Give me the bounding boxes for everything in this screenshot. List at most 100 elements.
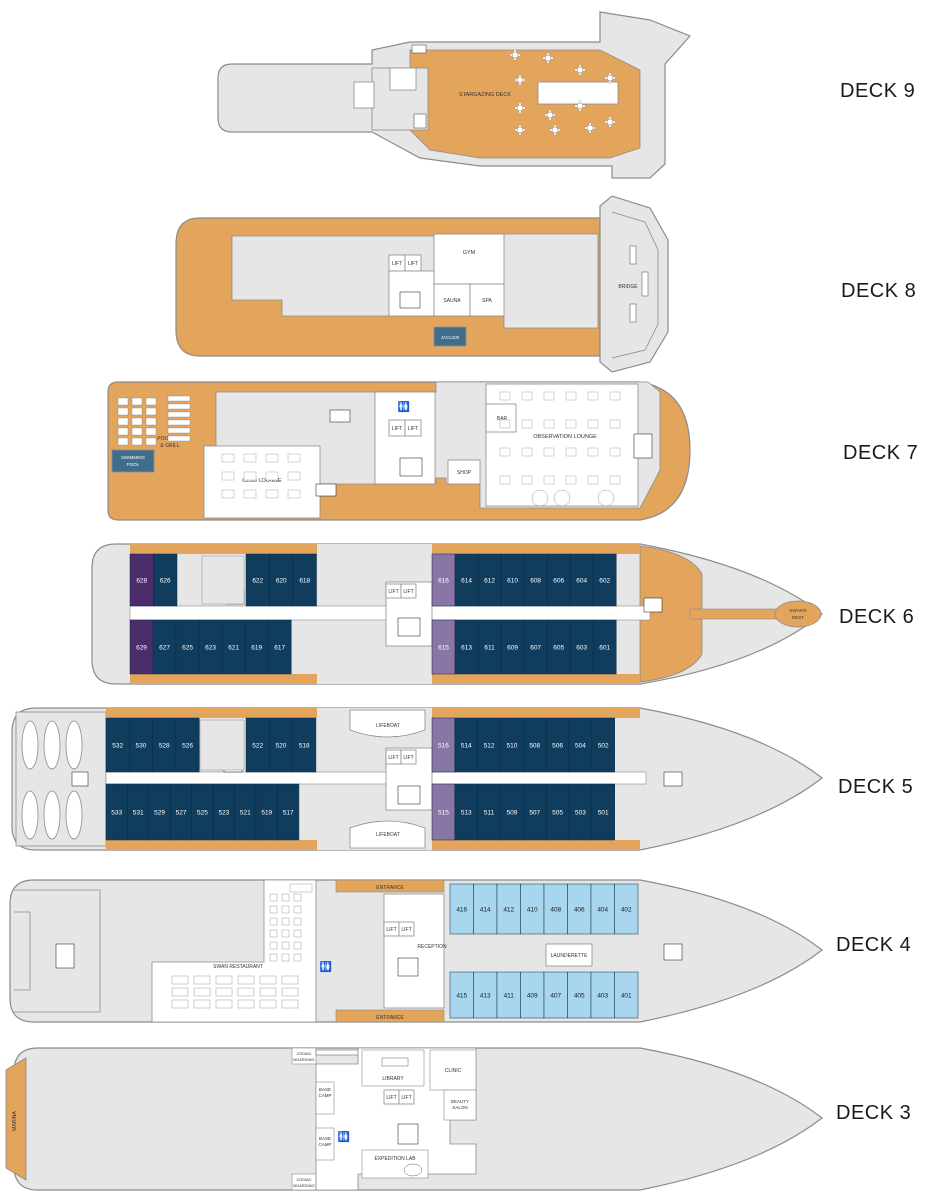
deck7-bar-label: BAR [497, 416, 508, 422]
deck9-centre-block [537, 81, 619, 105]
restaurant-table-shape [293, 929, 302, 938]
cabin-517 [277, 783, 300, 841]
cabin-number: 403 [597, 993, 608, 1000]
cabin-number: 607 [530, 645, 541, 652]
deck3-lift-b [398, 1089, 415, 1105]
sunbed-shape [145, 397, 157, 406]
cabin-number: 603 [576, 645, 587, 652]
chair-shape [612, 120, 616, 124]
chair-shape [514, 106, 518, 110]
deck8-lift-b-label: LIFT [408, 261, 418, 267]
lounge-chair-shape [543, 419, 555, 429]
cabin-number: 531 [133, 810, 144, 817]
deck5-lifeboat-top-label: LIFEBOAT [376, 723, 400, 729]
deck8-gym [433, 233, 505, 285]
lounge-chair-shape [521, 419, 533, 429]
deck8-bridge-console-b [641, 271, 649, 297]
deck4-stair [397, 957, 419, 977]
deck3-plan: MARINA ZODIAC BOARDING ZODIAC BOARDING B… [5, 1047, 823, 1191]
cabin-number: 523 [218, 810, 229, 817]
cabin-number: 514 [461, 743, 472, 750]
deck8-plan: GYM LIFT LIFT SAUNA SPA JACUZZI BRIDGE [175, 195, 669, 373]
deck3-restroom-icon: 🚻 [338, 1130, 350, 1143]
table-shape [576, 66, 584, 74]
deck7-stair [399, 457, 423, 477]
deck8-gym-label: GYM [463, 250, 476, 256]
deck8-bridge-hull [599, 195, 669, 373]
cabin-number: 518 [299, 743, 310, 750]
cabin-number: 613 [461, 645, 472, 652]
lounge-chair-shape [521, 391, 533, 401]
deck3-zodiac-top-1: ZODIAC [296, 1051, 311, 1056]
deck9-wood-deck [409, 49, 641, 159]
table-shape [576, 102, 584, 110]
lounge-chair-shape [565, 391, 577, 401]
chair-shape [604, 120, 608, 124]
lounge-chair-shape [265, 453, 279, 463]
lounge-chair-shape [587, 447, 599, 457]
chair-shape [518, 110, 522, 114]
cabin-number: 413 [480, 993, 491, 1000]
table-shape [586, 124, 594, 132]
deck4-lift-a-label: LIFT [386, 927, 396, 933]
deck7-club-lounge-label: CLUB LOUNGE [242, 478, 282, 484]
table-shape [544, 54, 552, 62]
deck7-observation-label: OBSERVATION LOUNGE [533, 434, 597, 440]
restaurant-table-shape [171, 999, 189, 1009]
deck4-launderette [545, 943, 593, 967]
lifeboat-shape [21, 720, 39, 770]
deck5-lift-a-label: LIFT [388, 755, 398, 761]
chair-shape [548, 109, 552, 113]
chair-shape [522, 78, 526, 82]
restaurant-table-shape [193, 999, 211, 1009]
restaurant-table-shape [237, 987, 255, 997]
deck3-lift-a-label: LIFT [386, 1095, 396, 1101]
restaurant-table-shape [237, 975, 255, 985]
deck6-stair-fwd [643, 597, 663, 613]
deck9-plan: STARGAZING DECK [217, 11, 692, 179]
cabin-number: 415 [456, 993, 467, 1000]
deck8-spa-label: SPA [482, 298, 492, 304]
deck5-label: DECK 5 [838, 776, 914, 798]
cabin-number: 510 [506, 743, 517, 750]
cabin-number: 525 [197, 810, 208, 817]
deck3-zodiac-top-2: BOARDING [293, 1057, 314, 1062]
lounge-chair-shape [287, 471, 301, 481]
deck7-pool-label-1: SWIMMING [121, 455, 145, 460]
deck7-restroom-icon: 🚻 [398, 400, 410, 413]
deck8-sauna-label: SAUNA [443, 298, 461, 304]
deck3-lift-b-label: LIFT [401, 1095, 411, 1101]
cabin-number: 516 [438, 743, 449, 750]
deck3-marina-label: MARINA [12, 1111, 18, 1131]
deck8-bridge-console-a [629, 245, 637, 265]
chair-shape [588, 130, 592, 134]
deck8-bridge-label: BRIDGE [618, 284, 638, 290]
lounge-chair-shape [243, 489, 257, 499]
deck5-lifeboat-top [349, 709, 426, 738]
lounge-chair-shape [499, 447, 511, 457]
restaurant-table-shape [281, 987, 299, 997]
cabin-number: 529 [154, 810, 165, 817]
deck3-beauty-salon [443, 1089, 477, 1121]
lounge-chair-shape [587, 391, 599, 401]
cabin-number: 626 [160, 578, 171, 585]
bar-seat-shape [167, 419, 191, 426]
deck4-entrance-bottom [335, 1009, 445, 1023]
cabin-number: 605 [553, 645, 564, 652]
restaurant-table-shape [281, 975, 299, 985]
chair-shape [584, 126, 588, 130]
cabin-number: 612 [484, 578, 495, 585]
table-shape [516, 126, 524, 134]
restaurant-table-shape [259, 987, 277, 997]
restaurant-table-shape [269, 941, 278, 950]
deck4-stair-fwd [663, 943, 683, 961]
sunbed-shape [131, 397, 143, 406]
deck8-lift-a-label: LIFT [392, 261, 402, 267]
restaurant-table-shape [293, 905, 302, 914]
deck9-stair-top [411, 44, 427, 54]
deck5-lift-b-label: LIFT [403, 755, 413, 761]
lounge-chair-shape [287, 453, 301, 463]
sunbed-shape [117, 397, 129, 406]
table-shape [546, 111, 554, 119]
cabin-number: 409 [527, 993, 538, 1000]
